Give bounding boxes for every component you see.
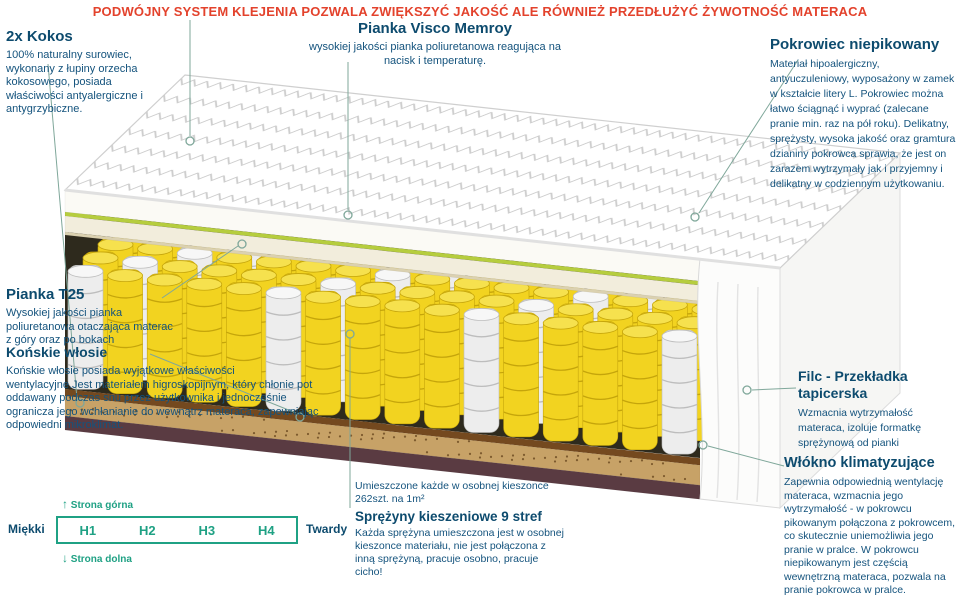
callout-pokrowiec: Pokrowiec niepikowany Materiał hipoalerg… xyxy=(770,36,956,192)
callout-pokrowiec-title: Pokrowiec niepikowany xyxy=(770,36,940,53)
callout-sprezyny: Umieszczone każde w osobnej kieszonce 26… xyxy=(355,480,567,579)
mattress-illustration xyxy=(47,20,902,510)
callout-kokos: 2x Kokos 100% naturalny surowiec, wykona… xyxy=(6,28,160,117)
arrow-up-icon: ↑ xyxy=(62,497,68,511)
callout-wlokno: Włókno klimatyzujące Zapewnia odpowiedni… xyxy=(784,455,958,598)
firmness-level-h2: H2 xyxy=(138,522,156,538)
firmness-hard-label: Twardy xyxy=(306,522,348,536)
mattress-infographic: { "header": { "text": "PODWÓJNY SYSTEM K… xyxy=(6,4,956,596)
callout-pokrowiec-desc: Materiał hipoalergiczny, antyuczuleniowy… xyxy=(770,58,956,190)
top-side-label: ↑ Strona górna xyxy=(62,497,133,511)
callout-t25-desc: Wysokiej jakości pianka poliuretanowa ot… xyxy=(6,307,173,346)
top-side-text: Strona górna xyxy=(70,500,134,511)
callout-sprezyny-desc-bottom: Każda sprężyna umieszczona jest w osobne… xyxy=(355,527,564,578)
callout-sprezyny-title: Sprężyny kieszeniowe 9 stref xyxy=(355,509,542,524)
bottom-side-label: ↓ Strona dolna xyxy=(62,551,132,565)
callout-wlosie: Końskie włosie Końskie włosie posiada wy… xyxy=(6,344,320,433)
callout-kokos-desc: 100% naturalny surowiec, wykonany z łupi… xyxy=(6,49,143,115)
callout-kokos-title: 2x Kokos xyxy=(6,28,73,45)
callout-wlokno-title: Włókno klimatyzujące xyxy=(784,455,935,471)
bottom-side-text: Strona dolna xyxy=(70,554,132,565)
callout-wlosie-title: Końskie włosie xyxy=(6,344,108,360)
firmness-level-h4: H4 xyxy=(257,522,275,538)
callout-wlosie-desc: Końskie włosie posiada wyjątkowe właściw… xyxy=(6,365,319,431)
firmness-level-h1: H1 xyxy=(79,522,97,538)
firmness-level-h3: H3 xyxy=(198,522,216,538)
firmness-box: H1 H2 H3 H4 xyxy=(56,516,298,544)
header-title: PODWÓJNY SYSTEM KLEJENIA POZWALA ZWIĘKSZ… xyxy=(92,4,868,19)
callout-visco: Pianka Visco Memroy wysokiej jakości pia… xyxy=(295,20,575,68)
callout-filc-desc: Wzmacnia wytrzymałość materaca, izoluje … xyxy=(798,407,922,449)
arrow-down-icon: ↓ xyxy=(62,551,68,565)
callout-visco-title: Pianka Visco Memroy xyxy=(358,20,512,37)
callout-t25: Pianka T25 Wysokiej jakości pianka poliu… xyxy=(6,286,178,348)
callout-t25-title: Pianka T25 xyxy=(6,286,85,303)
callout-filc-title: Filc - Przekładka tapicerska xyxy=(798,368,908,401)
callout-sprezyny-desc-top: Umieszczone każde w osobnej kieszonce 26… xyxy=(355,480,549,505)
callout-wlokno-desc: Zapewnia odpowiednią wentylację materaca… xyxy=(784,476,955,596)
firmness-soft-label: Miękki xyxy=(8,522,45,536)
callout-filc: Filc - Przekładka tapicerska Wzmacnia wy… xyxy=(798,368,954,451)
callout-visco-desc: wysokiej jakości pianka poliuretanowa re… xyxy=(309,41,561,67)
